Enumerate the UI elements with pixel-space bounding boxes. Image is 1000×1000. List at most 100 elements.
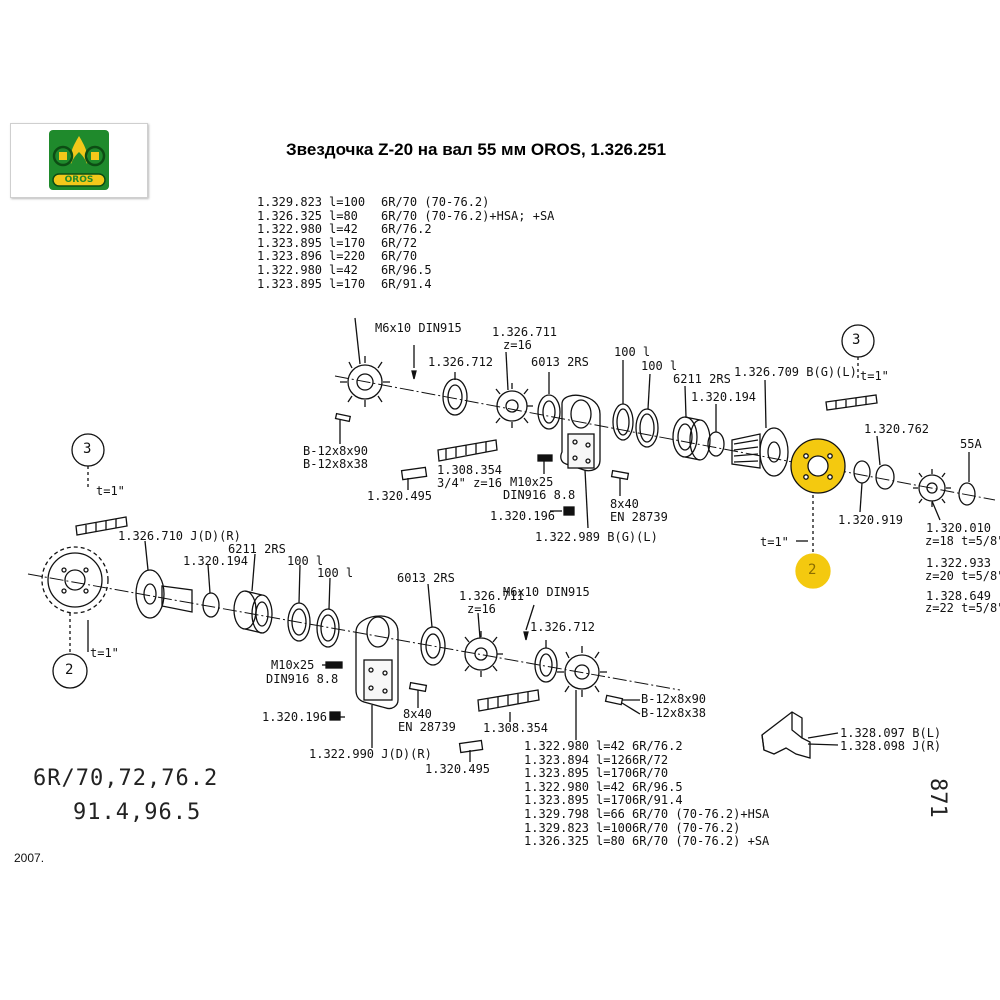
label-m6-top: M6x10 DIN915 <box>375 321 462 335</box>
label-100l-a-left: 100 l <box>287 554 324 568</box>
label-z18: z=18 t=5/8" <box>925 534 1000 548</box>
label-m10-top: M10x25 <box>510 475 554 489</box>
part-number: 1.323.895 <box>524 766 590 781</box>
part-number: 1.326.325 <box>524 834 590 849</box>
callout-2-left: 2 <box>65 662 74 678</box>
label-m6-left: M6x10 DIN915 <box>503 585 590 599</box>
length-value: l=42 <box>329 262 358 277</box>
label-t1-sprocket-left: t=1" <box>90 646 119 660</box>
part-number: 1.323.896 <box>257 249 323 264</box>
sprocket-small-top-left <box>340 356 390 407</box>
part-number: 1.322.980 <box>524 739 590 753</box>
part-number: 1.322.980 <box>257 262 323 277</box>
length-value: l=170 <box>329 235 366 250</box>
hub-1326710 <box>135 569 193 619</box>
bracket-1328097 <box>761 711 811 759</box>
label-1320919: 1.320.919 <box>838 513 904 527</box>
label-1308354-left: 1.308.354 <box>483 721 549 735</box>
part-number: 1.329.798 <box>524 806 590 821</box>
oros-logo-text: OROS <box>64 175 94 185</box>
row-spec: 6R/70 (70-76.2)+HSA; +SA <box>381 208 555 223</box>
label-en28739-left: EN 28739 <box>398 720 456 734</box>
part-number: 1.322.980 <box>524 779 590 794</box>
row-spec: 6R/96.5 <box>632 779 683 794</box>
callout-2-highlighted: 2 <box>808 562 817 578</box>
row-spec: 6R/70 (70-76.2) <box>381 195 490 209</box>
row-spec: 6R/72 <box>632 752 669 767</box>
rows-spec-line2: 91.4,96.5 <box>73 800 202 825</box>
label-m10-left: M10x25 <box>271 658 315 672</box>
length-value: l=170 <box>596 766 633 781</box>
bearing-housing-bottom <box>355 615 399 710</box>
length-value: l=80 <box>596 834 625 849</box>
part-number: 1.323.895 <box>524 793 590 808</box>
oros-logo-icon <box>49 130 109 190</box>
label-1326712-top: 1.326.712 <box>428 355 494 369</box>
length-value: l=42 <box>596 739 625 753</box>
oros-logo-frame: OROS <box>10 123 148 198</box>
length-value: l=80 <box>329 208 358 223</box>
label-1320010: 1.320.010 <box>926 521 992 535</box>
callout-3-left: 3 <box>83 441 92 457</box>
length-value: l=170 <box>596 793 633 808</box>
label-z16-top: z=16 <box>503 338 532 352</box>
label-1326711-left: 1.326.711 <box>459 589 525 603</box>
label-t1-sprocket-top: t=1" <box>760 535 789 549</box>
length-value: l=42 <box>596 779 625 794</box>
label-8x40-left: 8x40 <box>403 707 432 721</box>
label-1326709: 1.326.709 B(G)(L) <box>734 365 857 379</box>
label-1326712-left: 1.326.712 <box>530 620 596 634</box>
bearing-housing-top <box>560 394 601 472</box>
label-1308354-sub: 3/4" z=16 <box>437 476 503 490</box>
label-100l-a-top: 100 l <box>614 345 651 359</box>
part-number: 1.329.823 <box>257 195 323 209</box>
row-spec: 6R/76.2 <box>381 222 432 237</box>
part-number: 1.323.895 <box>257 235 323 250</box>
label-1308354-top: 1.308.354 <box>437 463 503 477</box>
chain-segment-top <box>437 439 498 462</box>
label-6211-top: 6211 2RS <box>673 372 731 386</box>
list-item: 1.323.895 l=1706R/70 <box>524 767 822 781</box>
label-100l-b-top: 100 l <box>641 359 678 373</box>
label-1322989: 1.322.989 B(G)(L) <box>535 530 658 544</box>
label-t1-chain-left: t=1" <box>96 484 125 498</box>
label-1328098: 1.328.098 J(R) <box>840 739 942 753</box>
length-value: l=170 <box>329 276 366 291</box>
callout-3-top: 3 <box>852 332 861 348</box>
year-label: 2007. <box>14 851 45 865</box>
label-100l-b-left: 100 l <box>317 566 354 580</box>
label-1320495-left: 1.320.495 <box>425 762 491 776</box>
list-item: 1.323.896 l=220 6R/70 <box>257 250 571 264</box>
label-b12x38-top: B-12x8x38 <box>303 457 369 471</box>
part-number: 1.323.894 <box>524 752 590 767</box>
label-8x40-top: 8x40 <box>610 497 639 511</box>
label-1326710: 1.326.710 J(D)(R) <box>118 529 241 543</box>
list-item: 1.326.325 l=80 6R/70 (70-76.2)+HSA; +SA <box>257 208 571 224</box>
label-din916-top: DIN916 8.8 <box>503 488 576 502</box>
length-value: l=220 <box>329 249 366 264</box>
row-spec: 6R/91.4 <box>632 793 683 808</box>
label-55a: 55A <box>960 437 982 451</box>
label-1328097: 1.328.097 B(L) <box>840 726 942 740</box>
row-spec: 6R/91.4 <box>381 276 432 291</box>
list-item: 1.322.980 l=42 6R/96.5 <box>524 779 822 795</box>
row-spec: 6R/70 <box>381 249 418 264</box>
label-z16-left: z=16 <box>467 602 496 616</box>
page-title: Звездочка Z-20 на вал 55 мм OROS, 1.326.… <box>286 140 667 159</box>
label-1320196-top: 1.320.196 <box>490 509 556 523</box>
label-z22: z=22 t=5/8" <box>925 601 1000 615</box>
part-number: 1.326.325 <box>257 208 323 223</box>
sprocket-z20-left <box>41 546 109 614</box>
label-1320495-top: 1.320.495 <box>367 489 433 503</box>
label-6013-top: 6013 2RS <box>531 355 589 369</box>
label-1320194-top: 1.320.194 <box>691 390 757 404</box>
row-spec: 6R/70 <box>632 766 669 781</box>
